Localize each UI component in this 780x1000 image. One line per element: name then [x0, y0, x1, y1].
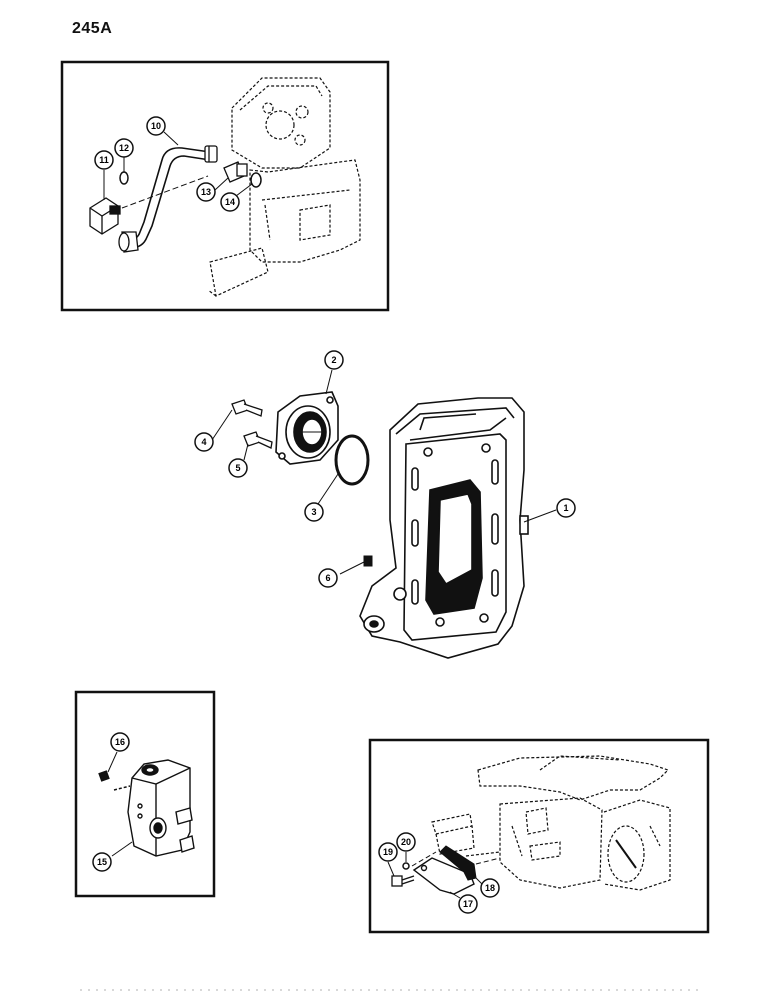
rear-housing [359, 397, 529, 659]
callout-3-label: 3 [311, 507, 316, 517]
bolt-19 [391, 875, 415, 887]
callout-10-label: 10 [151, 121, 161, 131]
callout-4-label: 4 [201, 437, 206, 447]
callout-14: 14 [220, 192, 240, 212]
callout-6-label: 6 [325, 573, 330, 583]
callout-12-label: 12 [119, 143, 129, 153]
screw-16 [98, 770, 110, 782]
callouts: 10 12 11 13 14 2 4 5 3 1 6 16 15 19 20 [92, 116, 576, 914]
leaders-panel-1 [103, 131, 253, 200]
callout-16-label: 16 [115, 737, 125, 747]
dashed-pump-housing [207, 77, 361, 297]
connector-fitting [223, 161, 248, 183]
callout-4: 4 [194, 432, 214, 452]
fitting-upper [204, 145, 218, 163]
callout-15: 15 [92, 852, 112, 872]
o-ring-14 [250, 172, 262, 188]
callout-18-label: 18 [485, 883, 495, 893]
elbow-fitting [118, 231, 139, 253]
dashed-transmission-housing [431, 755, 671, 891]
bolt-5 [243, 431, 273, 449]
callout-19: 19 [378, 842, 398, 862]
callout-14-label: 14 [225, 197, 235, 207]
inset-panel-hydraulic-line [60, 60, 390, 312]
callout-5-label: 5 [235, 463, 240, 473]
bearing-cover [275, 391, 339, 465]
callout-20-label: 20 [401, 837, 411, 847]
plug-6 [363, 555, 373, 567]
callout-19-label: 19 [383, 847, 393, 857]
callout-13-label: 13 [201, 187, 211, 197]
callout-1-label: 1 [563, 503, 568, 513]
bracket-17 [412, 857, 475, 895]
bolt-4 [231, 399, 263, 417]
washer-20 [402, 862, 410, 870]
o-ring-12 [119, 171, 129, 185]
callout-12: 12 [114, 138, 134, 158]
callout-5: 5 [228, 458, 248, 478]
callout-18: 18 [480, 878, 500, 898]
o-ring-3 [334, 434, 370, 486]
leaders-main [211, 369, 557, 575]
valve-block [89, 197, 121, 235]
callout-10: 10 [146, 116, 166, 136]
callout-13: 13 [196, 182, 216, 202]
page-title: 245A [72, 20, 113, 37]
callout-6: 6 [318, 568, 338, 588]
callout-1: 1 [556, 498, 576, 518]
callout-2: 2 [324, 350, 344, 370]
inset-panel-valve [74, 690, 216, 898]
callout-11: 11 [94, 150, 114, 170]
callout-3: 3 [304, 502, 324, 522]
pipe-line [127, 147, 211, 249]
callout-20: 20 [396, 832, 416, 852]
callout-17-label: 17 [463, 899, 473, 909]
callout-15-label: 15 [97, 857, 107, 867]
valve-body [127, 759, 195, 857]
callout-11-label: 11 [99, 155, 109, 165]
inset-panel-bracket [368, 738, 710, 934]
main-housing-assembly [211, 369, 557, 659]
callout-2-label: 2 [331, 355, 336, 365]
callout-17: 17 [458, 894, 478, 914]
callout-16: 16 [110, 732, 130, 752]
